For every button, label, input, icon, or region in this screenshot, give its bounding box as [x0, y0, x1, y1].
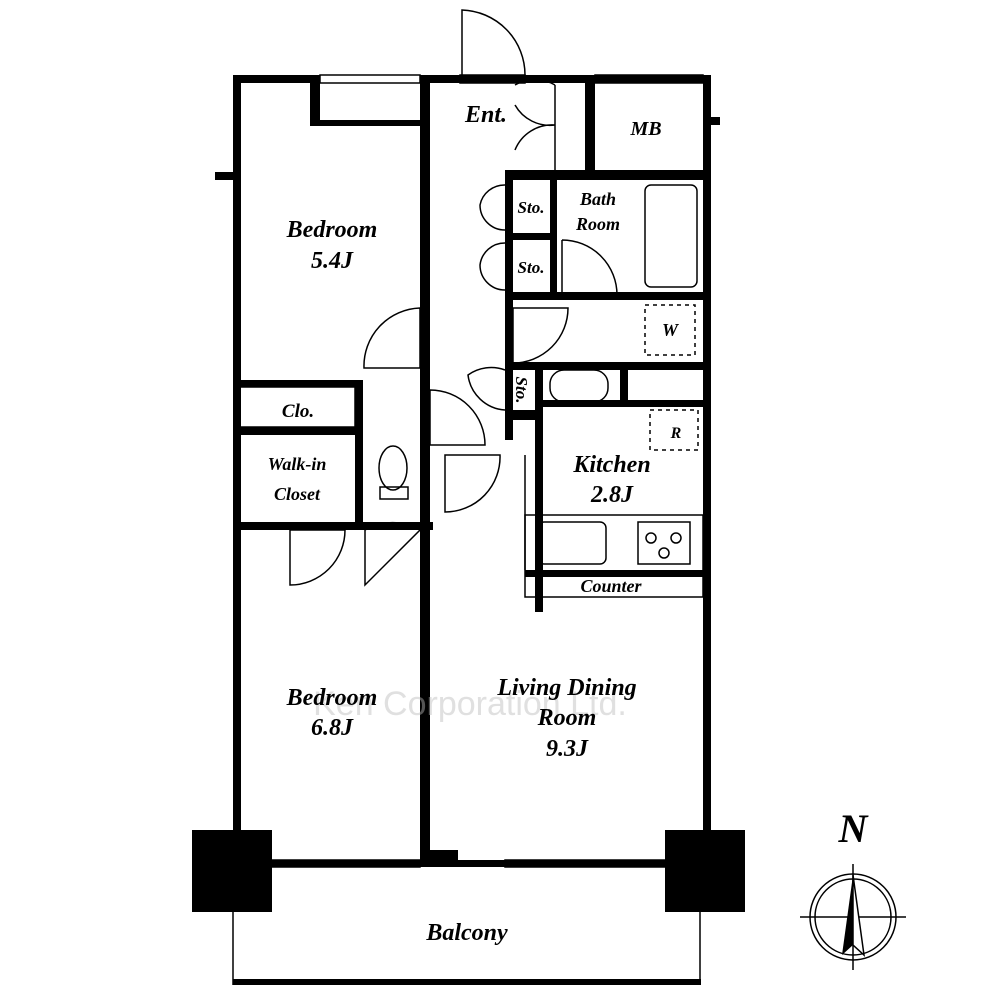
washer-space: [644, 304, 696, 356]
label-washer: W: [662, 320, 680, 340]
walls: [192, 75, 745, 985]
label-kitchen-size: 2.8J: [590, 482, 634, 508]
label-ldr-2: Room: [537, 705, 597, 731]
bedroom-north-door: [363, 307, 421, 369]
front-door: [461, 9, 526, 76]
label-storage-1: Sto.: [518, 198, 545, 217]
label-ldr-size: 9.3J: [546, 736, 589, 762]
fridge-space: [649, 409, 699, 451]
label-bath-2: Room: [575, 214, 620, 234]
label-closet: Clo.: [282, 401, 314, 422]
toilet-icon: [378, 445, 409, 500]
compass-icon: N: [800, 806, 906, 970]
utility-door: [512, 307, 569, 364]
label-bedroom-south: Bedroom: [286, 685, 378, 711]
label-bedroom-north: Bedroom: [286, 217, 378, 243]
ldk-door: [444, 454, 501, 513]
label-walkin-2: Closet: [274, 484, 321, 504]
hall-door: [429, 389, 486, 446]
label-kitchen: Kitchen: [572, 452, 650, 478]
label-bedroom-north-size: 5.4J: [311, 248, 354, 274]
bedroom-south-door: [289, 529, 346, 586]
label-counter: Counter: [580, 576, 642, 596]
label-storage-2: Sto.: [518, 258, 545, 277]
watermark: Ken Corporation Ltd.: [313, 685, 627, 723]
label-balcony: Balcony: [425, 920, 508, 946]
room-labels: Ent. MB Sto. Sto. Sto. Bath Room W R Bed…: [268, 102, 682, 946]
toilet-door: [364, 521, 422, 587]
label-bedroom-south-size: 6.8J: [311, 715, 354, 741]
label-walkin-1: Walk-in: [268, 454, 327, 474]
shoe-closet-doors: [479, 78, 556, 291]
fixtures: [378, 184, 699, 500]
label-refrigerator: R: [670, 425, 682, 442]
label-mb: MB: [629, 118, 661, 140]
label-bath-1: Bath: [579, 189, 616, 209]
bath-door: [561, 239, 618, 296]
label-entrance: Ent.: [464, 102, 507, 128]
bathtub: [644, 184, 698, 288]
label-ldr-1: Living Dining: [496, 675, 636, 701]
doors: [271, 9, 704, 868]
sto-door: [467, 366, 506, 411]
compass-north-label: N: [838, 806, 870, 851]
washbasin: [549, 369, 609, 403]
label-storage-3: Sto.: [512, 377, 531, 404]
